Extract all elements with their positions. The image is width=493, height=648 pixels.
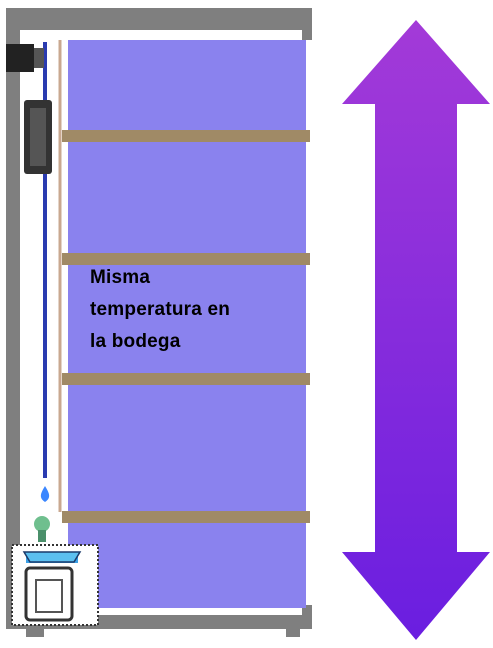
shelf-1 bbox=[62, 130, 310, 142]
shelves bbox=[62, 130, 310, 523]
shelf-2 bbox=[62, 253, 310, 265]
caption-line-2: temperatura en bbox=[90, 299, 231, 320]
drip-tray-icon bbox=[22, 551, 82, 622]
thermostat-icon bbox=[6, 44, 34, 72]
caption-line-1: Misma bbox=[90, 267, 151, 288]
caption-temperature: Misma temperatura en la bodega bbox=[90, 262, 300, 358]
condenser-icon bbox=[34, 516, 50, 542]
caption-line-3: la bodega bbox=[90, 331, 181, 352]
water-drop-icon bbox=[40, 486, 50, 502]
shelf-4 bbox=[62, 511, 310, 523]
shelf-3 bbox=[62, 373, 310, 385]
cabinet-foot-left bbox=[26, 629, 44, 637]
double-arrow-icon bbox=[342, 20, 490, 640]
cabinet-foot-right bbox=[286, 629, 300, 637]
